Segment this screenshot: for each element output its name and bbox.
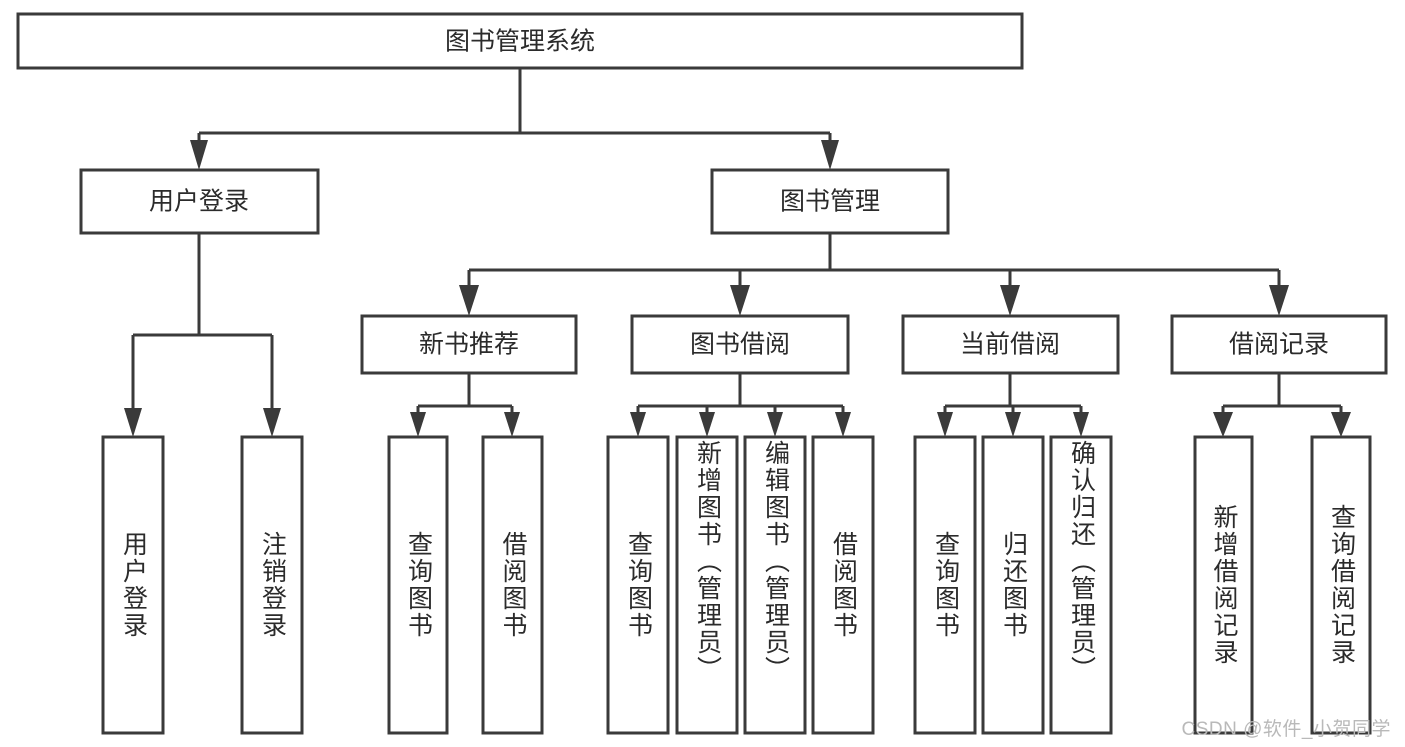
leaf-box-borrow-book[interactable] — [811, 435, 875, 735]
leaf-box-edit-book[interactable] — [743, 435, 807, 735]
node-current-borrow[interactable]: 当前借阅 — [901, 314, 1120, 375]
leaf-box-user-login[interactable] — [101, 435, 165, 735]
arrow-head-records-leaf-2 — [1331, 412, 1351, 437]
arrow-head-leaf-logout — [263, 408, 281, 437]
arrow-head-newbook-leaf-1 — [410, 412, 426, 437]
node-book-management-box[interactable] — [710, 168, 950, 235]
node-book-borrow-label: 图书借阅 — [690, 331, 790, 359]
arrow-head-current-leaf-2 — [1005, 412, 1021, 437]
leaf-box-query-book[interactable] — [606, 435, 670, 735]
connector-layer — [124, 68, 1351, 437]
arrow-head-borrow-leaf-3 — [767, 412, 783, 437]
node-new-book-recommend[interactable]: 新书推荐 — [360, 314, 578, 375]
node-current-borrow-box[interactable] — [901, 314, 1120, 375]
leaf-box-query-current[interactable] — [913, 435, 977, 735]
leaf-box-confirm-return[interactable] — [1049, 435, 1113, 735]
node-user-login-label: 用户登录 — [149, 188, 249, 216]
arrow-head-new-book-rec — [459, 285, 479, 316]
leaf-box-query-book-rec[interactable] — [387, 435, 449, 735]
arrow-head-book-mgmt — [821, 140, 839, 170]
node-root-box[interactable] — [16, 12, 1024, 70]
arrow-head-borrow-records — [1269, 285, 1289, 316]
arrow-head-newbook-leaf-2 — [504, 412, 520, 437]
node-book-management[interactable]: 图书管理 — [710, 168, 950, 235]
leaf-box-logout[interactable] — [240, 435, 304, 735]
leaf-box-add-book[interactable] — [675, 435, 739, 735]
arrow-head-current-borrow — [1000, 285, 1020, 316]
node-book-management-label: 图书管理 — [780, 188, 880, 216]
leaf-box-return-book[interactable] — [981, 435, 1045, 735]
leaf-box-borrow-book-rec[interactable] — [481, 435, 544, 735]
arrow-head-borrow-leaf-1 — [630, 412, 646, 437]
node-root-label: 图书管理系统 — [445, 28, 595, 56]
node-root[interactable]: 图书管理系统 — [16, 12, 1024, 70]
node-borrow-records[interactable]: 借阅记录 — [1170, 314, 1388, 375]
node-book-borrow[interactable]: 图书借阅 — [630, 314, 850, 375]
arrow-head-borrow-leaf-4 — [835, 412, 851, 437]
csdn-watermark: CSDN @软件_小贺同学 — [1181, 719, 1391, 740]
node-borrow-records-label: 借阅记录 — [1229, 331, 1329, 359]
leaf-box-layer — [101, 435, 1372, 735]
arrow-head-borrow-leaf-2 — [699, 412, 715, 437]
node-user-login-box[interactable] — [79, 168, 320, 235]
arrow-head-records-leaf-1 — [1213, 412, 1233, 437]
node-new-book-recommend-box[interactable] — [360, 314, 578, 375]
leaf-box-add-record[interactable] — [1193, 435, 1254, 735]
node-new-book-recommend-label: 新书推荐 — [419, 331, 519, 359]
node-user-login[interactable]: 用户登录 — [79, 168, 320, 235]
arrow-head-user-login — [190, 140, 208, 170]
node-borrow-records-box[interactable] — [1170, 314, 1388, 375]
arrow-head-current-leaf-1 — [937, 412, 953, 437]
arrow-head-book-borrow — [730, 285, 750, 316]
arrow-head-current-leaf-3 — [1073, 412, 1089, 437]
node-current-borrow-label: 当前借阅 — [960, 331, 1060, 359]
node-book-borrow-box[interactable] — [630, 314, 850, 375]
leaf-box-query-record[interactable] — [1310, 435, 1372, 735]
arrow-head-leaf-user-login — [124, 408, 142, 437]
